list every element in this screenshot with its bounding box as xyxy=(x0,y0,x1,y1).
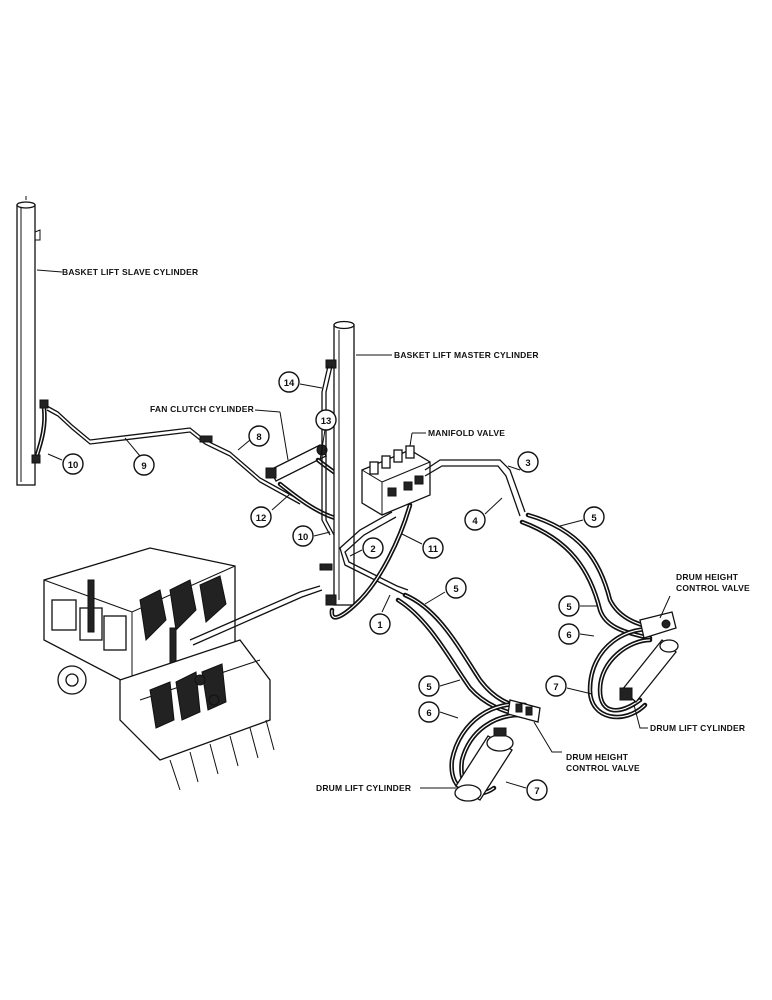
svg-text:8: 8 xyxy=(256,432,261,443)
callout-8: 8 xyxy=(237,425,270,451)
drum-lift-left-label: DRUM LIFT CYLINDER xyxy=(316,783,411,793)
callout-5-top: 5 xyxy=(559,506,605,528)
slave-leader xyxy=(36,269,63,273)
callout-7-right: 7 xyxy=(545,675,593,697)
callout-6-low: 6 xyxy=(418,701,459,723)
tube-9 xyxy=(46,405,301,501)
svg-text:14: 14 xyxy=(284,378,295,389)
basket-lift-master-cylinder xyxy=(325,320,355,606)
fan-clutch-cylinder xyxy=(265,444,328,482)
callout-5-mid: 5 xyxy=(424,577,467,605)
drum-height-right-line1: DRUM HEIGHT xyxy=(676,572,739,582)
basket-lift-slave-cylinder xyxy=(16,196,41,486)
svg-text:5: 5 xyxy=(566,602,572,613)
svg-text:13: 13 xyxy=(321,416,332,427)
svg-text:7: 7 xyxy=(534,786,539,797)
callout-2: 2 xyxy=(349,537,384,559)
drum-height-center-line2: CONTROL VALVE xyxy=(566,763,640,773)
svg-text:1: 1 xyxy=(377,620,383,631)
svg-text:9: 9 xyxy=(141,461,146,472)
callout-14: 14 xyxy=(278,371,323,393)
svg-text:10: 10 xyxy=(68,460,79,471)
callout-11: 11 xyxy=(401,533,444,559)
drum-lift-cylinder-left xyxy=(454,727,514,802)
drum-height-control-valve-right xyxy=(639,611,677,639)
callout-13: 13 xyxy=(315,409,337,461)
callout-6-right: 6 xyxy=(558,623,595,645)
svg-text:6: 6 xyxy=(566,630,571,641)
callout-4: 4 xyxy=(464,497,503,531)
svg-text:10: 10 xyxy=(298,532,309,543)
basket-lift-slave-label: BASKET LIFT SLAVE CYLINDER xyxy=(62,267,198,277)
callout-10-mid: 10 xyxy=(292,525,331,547)
tube-3 xyxy=(424,459,526,513)
svg-text:4: 4 xyxy=(472,516,478,527)
drum-lift-right-leader xyxy=(633,704,648,729)
svg-text:3: 3 xyxy=(525,458,530,469)
manifold-valve-label: MANIFOLD VALVE xyxy=(428,428,505,438)
drum-height-right-line2: CONTROL VALVE xyxy=(676,583,750,593)
callout-1: 1 xyxy=(369,594,391,635)
svg-text:6: 6 xyxy=(426,708,431,719)
manifold-valve xyxy=(361,445,431,516)
cotton-picker-machine xyxy=(43,547,275,791)
svg-text:5: 5 xyxy=(453,584,459,595)
drum-lift-cylinder-right xyxy=(619,639,679,703)
svg-text:5: 5 xyxy=(591,513,597,524)
callout-5-right: 5 xyxy=(558,595,598,617)
drum-height-control-valve-center xyxy=(507,699,541,723)
callout-3: 3 xyxy=(507,451,539,473)
tube-14 xyxy=(321,365,331,536)
tube-2 xyxy=(339,511,406,596)
svg-text:2: 2 xyxy=(370,544,375,555)
svg-text:12: 12 xyxy=(256,513,267,524)
callout-7-low: 7 xyxy=(505,779,548,801)
callout-12: 12 xyxy=(250,493,291,528)
tube-4 xyxy=(424,465,521,517)
svg-text:7: 7 xyxy=(553,682,558,693)
callout-9: 9 xyxy=(124,437,155,476)
fan-clutch-label: FAN CLUTCH CYLINDER xyxy=(150,404,254,414)
machine-pointer-line xyxy=(189,585,321,641)
drum-height-center-leader xyxy=(533,721,562,753)
svg-text:5: 5 xyxy=(426,682,432,693)
callout-5-low: 5 xyxy=(418,675,461,697)
svg-text:11: 11 xyxy=(428,544,439,555)
callout-10-left: 10 xyxy=(47,453,84,475)
basket-lift-master-label: BASKET LIFT MASTER CYLINDER xyxy=(394,350,539,360)
hose-12 xyxy=(277,481,345,523)
drum-height-center-line1: DRUM HEIGHT xyxy=(566,752,629,762)
drum-lift-right-label: DRUM LIFT CYLINDER xyxy=(650,723,745,733)
